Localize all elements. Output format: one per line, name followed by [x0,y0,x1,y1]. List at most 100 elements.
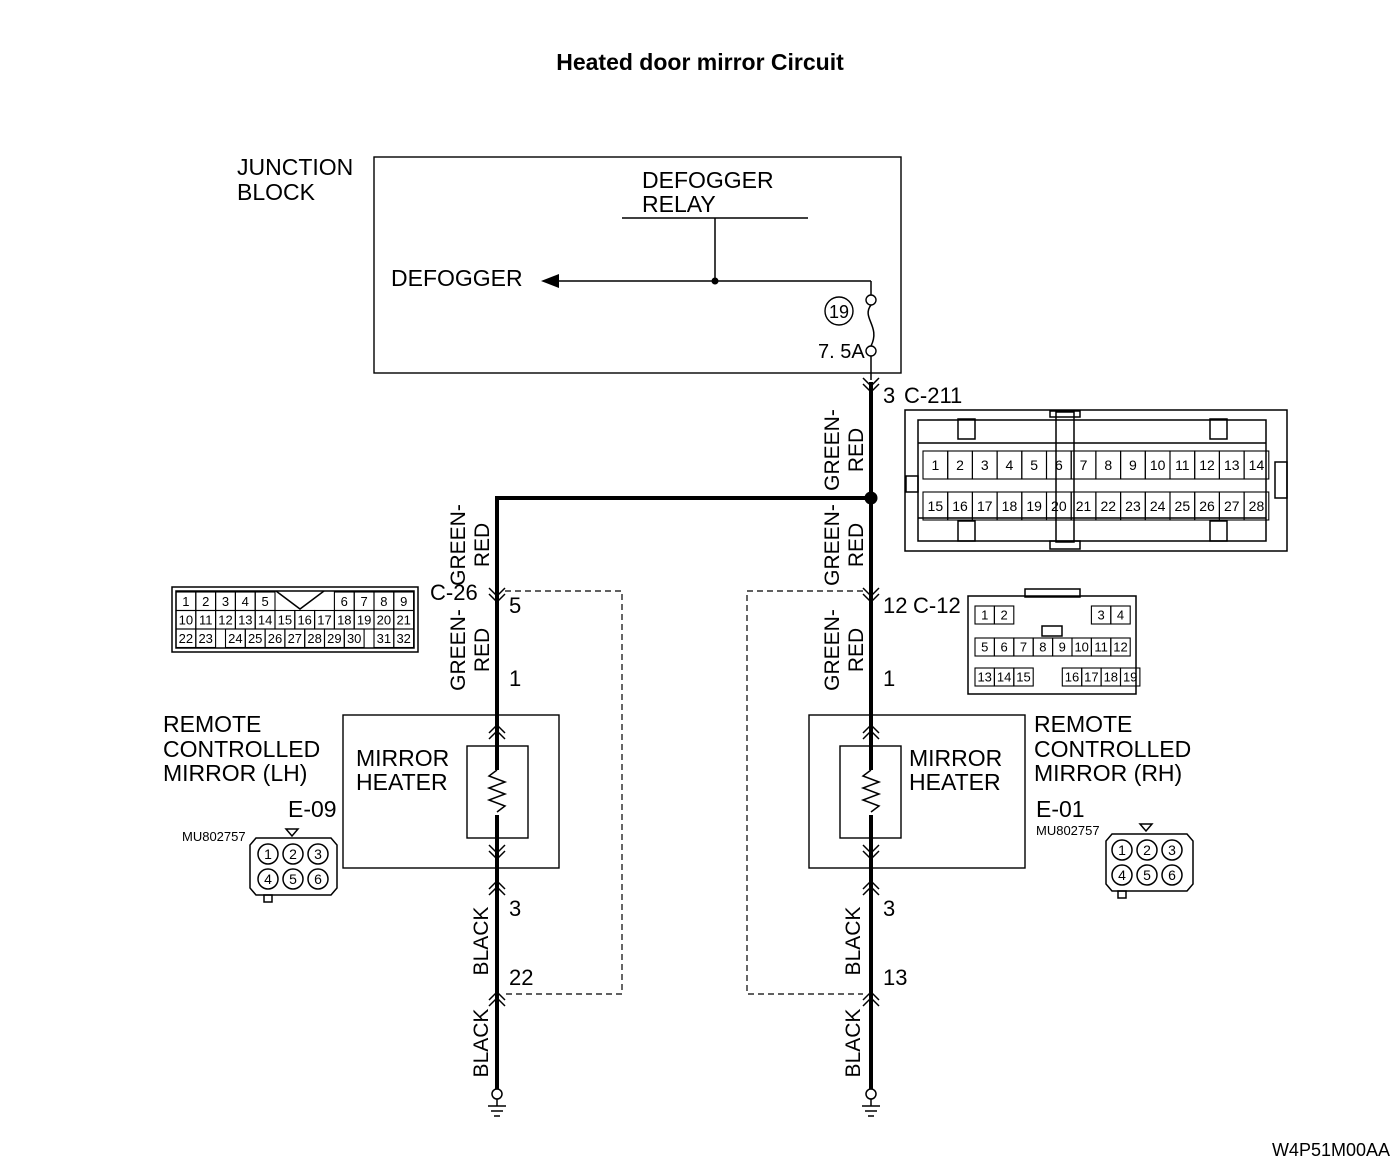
c26-pin-10-label: 10 [179,612,193,627]
rh-mirror-pin-in: 1 [883,666,895,691]
c211-pin-19-label: 19 [1026,498,1042,514]
svg-text:RED: RED [471,628,494,672]
e01-part: MU802757 [1036,823,1100,838]
c26-pin-in: 5 [509,593,521,618]
c26-dashed-enclosure [505,590,623,995]
lh-mirror-label-2: CONTROLLED [163,736,320,762]
c211-chevron [862,377,880,394]
c211-pin-13-label: 13 [1224,457,1240,473]
svg-text:GREEN-: GREEN- [447,504,470,586]
fuse-terminal-bottom [865,345,877,357]
c12-pin-11-label: 11 [1094,640,1108,655]
c26-pin-15-label: 15 [278,612,292,627]
rh-heater-resistor [860,769,882,813]
defogger-arrow [541,274,559,288]
c26-pin-28-label: 28 [307,631,321,646]
c12-pin-4-label: 4 [1117,608,1124,623]
rh-heater-bottom-chevron [862,844,880,861]
fuse-element [867,304,875,347]
e01-name: E-01 [1036,796,1085,822]
svg-text:6: 6 [1168,867,1176,883]
c26-pin22-chevron [488,990,506,1007]
c26-pin-8-label: 8 [380,594,387,609]
c12-pin-13-label: 13 [977,670,991,685]
wire-label-lh-1: GREEN- RED [447,504,494,586]
c12-pin-19-label: 19 [1123,670,1137,685]
e09-name: E-09 [288,796,337,822]
c211-name: C-211 [904,383,962,408]
fuse-terminal-top [865,294,877,306]
c26-chevron [488,587,506,604]
svg-text:GREEN-: GREEN- [821,504,844,586]
svg-text:5: 5 [289,871,297,887]
c211-pin-14-label: 14 [1249,457,1265,473]
relay-junction-dot [711,277,719,285]
c12-pin-16-label: 16 [1065,670,1079,685]
wire-label-lh-black-2: BLACK [470,1009,493,1078]
wire-label-rh-black-1: BLACK [842,907,865,976]
c26-pin-29-label: 29 [327,631,341,646]
svg-text:BLACK: BLACK [842,1009,865,1078]
c26-pin-26-label: 26 [268,631,282,646]
lh-heater-box [466,745,529,839]
lh-mirror-pin3-chevron [488,879,506,896]
wire-label-rh-2: GREEN- RED [821,504,868,586]
lh-heater-resistor [486,769,508,813]
c26-name: C-26 [430,580,478,605]
c12-pin-14-label: 14 [997,670,1011,685]
c211-pin-12-label: 12 [1199,457,1215,473]
wire-label-rh-3: GREEN- RED [821,609,868,691]
c211-pin-6-label: 6 [1055,457,1063,473]
c12-pin-7-label: 7 [1020,640,1027,655]
c211-pin-21-label: 21 [1076,498,1092,514]
c211-pin-8-label: 8 [1104,457,1112,473]
svg-text:4: 4 [1118,867,1126,883]
c26-pin-32-cell [393,628,415,649]
c211-pin-11-label: 11 [1175,457,1190,473]
svg-text:2: 2 [1143,842,1151,858]
rh-mirror-pin1-chevron [862,723,880,740]
ground-lh [488,1088,506,1117]
c26-pin-21-label: 21 [396,612,410,627]
c12-pin-2-cell [993,605,1015,625]
rh-mirror-label-3: MIRROR (RH) [1034,760,1182,786]
lh-mirror-box [342,714,560,869]
c12-pin-10-label: 10 [1074,640,1088,655]
svg-text:BLACK: BLACK [470,907,493,976]
c211-pin-27-label: 27 [1224,498,1240,514]
c211-pin-10-label: 10 [1150,457,1166,473]
c26-pin-9-label: 9 [400,594,407,609]
c12-pin-12-label: 12 [1113,640,1127,655]
c26-pin-11-label: 11 [199,612,213,627]
svg-text:3: 3 [314,846,322,862]
svg-text:5: 5 [1143,867,1151,883]
c26-pin-18-label: 18 [337,612,351,627]
lh-mirror-pin-out: 3 [509,896,521,921]
lh-mirror-label-3: MIRROR (LH) [163,760,307,786]
wire-label-rh-black-2: BLACK [842,1009,865,1078]
c211-pin: 3 [883,383,895,408]
wire-label-lh-2: GREEN- RED [447,609,494,691]
c12-pin-17-label: 17 [1084,670,1098,685]
c12-name: C-12 [913,593,961,618]
c12-chevron [862,587,880,604]
c211-pin-16-label: 16 [952,498,968,514]
svg-text:RED: RED [845,523,868,567]
c12-pin-out: 13 [883,965,907,990]
fuse-number: 19 [829,302,849,322]
fuse-rating: 7. 5A [818,341,865,363]
junction-block-label-1: JUNCTION [237,154,353,180]
svg-text:1: 1 [1118,842,1126,858]
svg-text:RED: RED [471,523,494,567]
c26-pin-2-label: 2 [202,594,209,609]
lh-mirror-label-1: REMOTE [163,711,261,737]
c26-pin-19-label: 19 [357,612,371,627]
c26-pin-23-cell [195,628,217,649]
svg-text:GREEN-: GREEN- [821,609,844,691]
c26-pin-23-label: 23 [198,631,212,646]
c12-pin-in: 12 [883,593,907,618]
c26-pin-16-label: 16 [297,612,311,627]
lh-mirror-pin-in: 1 [509,666,521,691]
